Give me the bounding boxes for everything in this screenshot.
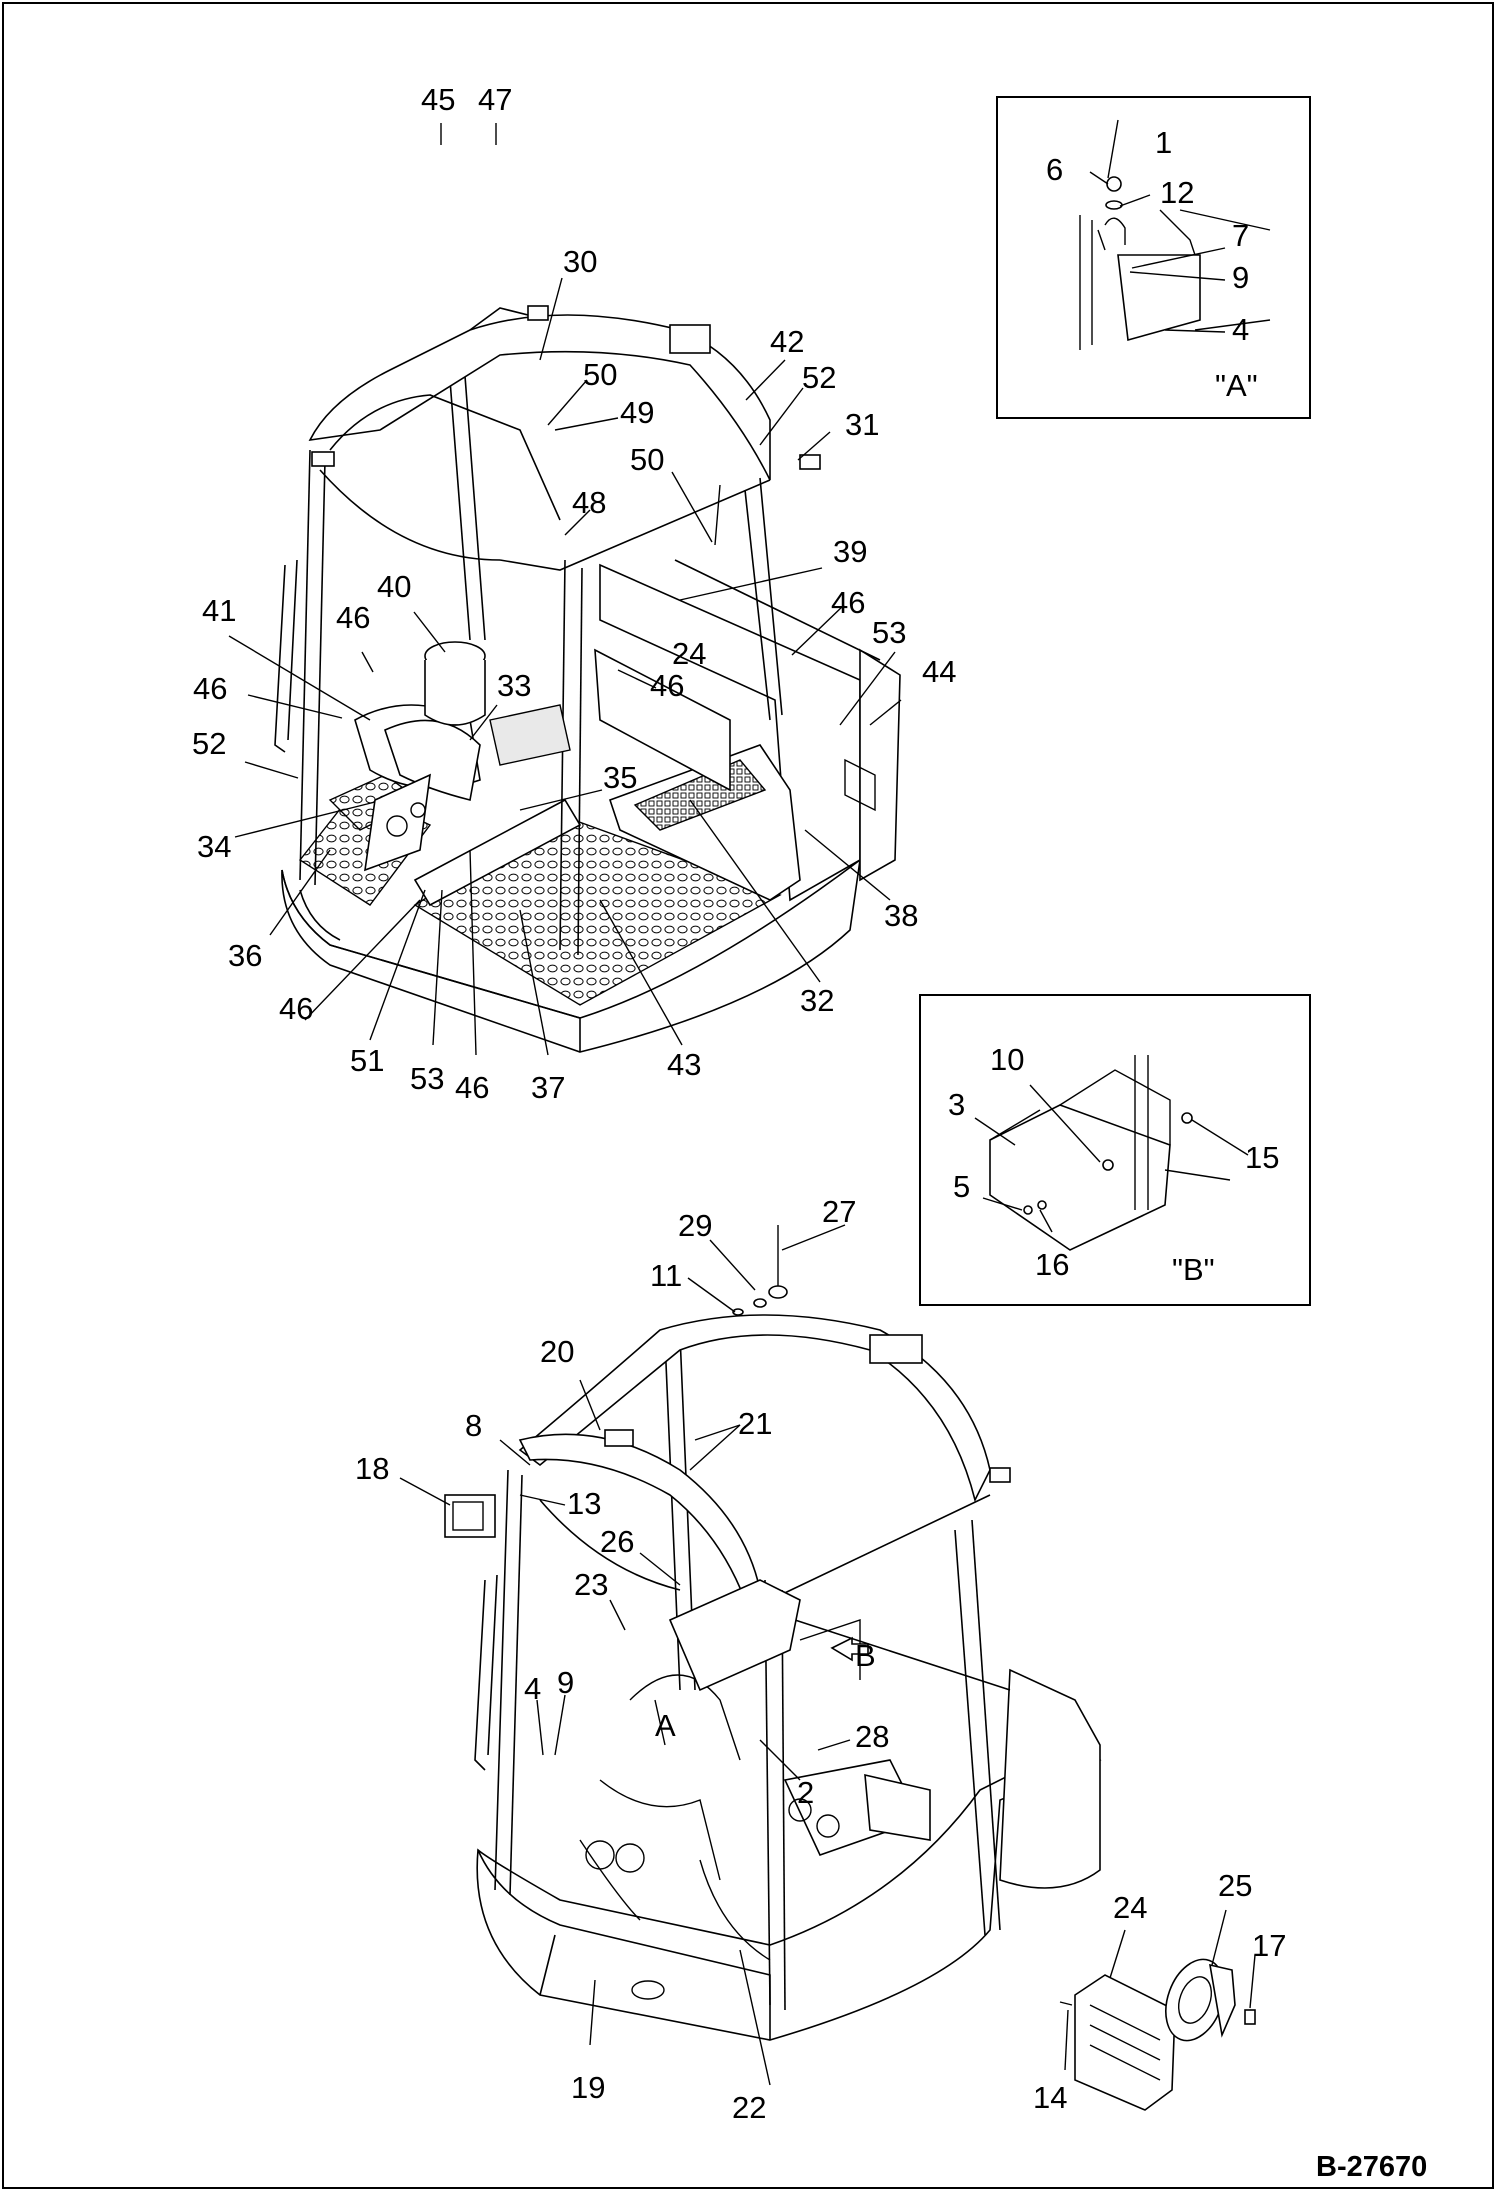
callout: 22 — [732, 2090, 766, 2125]
speaker-assembly — [1059, 1958, 1256, 2111]
callout: 46 — [650, 668, 684, 703]
callout: 45 — [421, 82, 455, 117]
callout: 47 — [478, 82, 512, 117]
callout: 5 — [953, 1169, 970, 1204]
callout: 46 — [193, 671, 227, 706]
detail-b-caption: "B" — [1172, 1252, 1215, 1287]
callout: 24 — [672, 636, 706, 671]
callout: A — [655, 1708, 676, 1743]
callout: 44 — [922, 654, 956, 689]
callout: 46 — [455, 1070, 489, 1105]
callout: 46 — [336, 600, 370, 635]
callout: 1 — [1155, 125, 1172, 160]
detail-a-box — [996, 96, 1311, 419]
callout: 48 — [572, 485, 606, 520]
callout: 26 — [600, 1524, 634, 1559]
callout: 13 — [567, 1486, 601, 1521]
callout: 27 — [822, 1194, 856, 1229]
callout: 15 — [1245, 1140, 1279, 1175]
callout: 32 — [800, 983, 834, 1018]
callout: 8 — [465, 1408, 482, 1443]
callout: 37 — [531, 1070, 565, 1105]
lower-callouts: 29 27 11 20 21 8 18 13 26 23 B 4 9 A 28 … — [355, 1194, 1286, 2125]
callout: 6 — [1046, 152, 1063, 187]
detail-b-box — [919, 994, 1311, 1306]
callout: 11 — [650, 1258, 682, 1293]
callout: 49 — [620, 395, 654, 430]
callout: 53 — [872, 615, 906, 650]
callout: 17 — [1252, 1928, 1286, 1963]
callout: 33 — [497, 668, 531, 703]
callout: 35 — [603, 760, 637, 795]
callout: 24 — [1113, 1890, 1147, 1925]
callout: 29 — [678, 1208, 712, 1243]
callout: 12 — [1160, 175, 1194, 210]
document-id: B-27670 — [1316, 2151, 1427, 2183]
callout: 3 — [948, 1087, 965, 1122]
callout: 36 — [228, 938, 262, 973]
callout: 53 — [410, 1061, 444, 1096]
callout: 28 — [855, 1719, 889, 1754]
upper-leader-lines — [228, 123, 902, 1056]
callout: 52 — [192, 726, 226, 761]
detail-a-caption: "A" — [1215, 368, 1258, 403]
callout: 38 — [884, 898, 918, 933]
callout: 43 — [667, 1047, 701, 1082]
callout: 19 — [571, 2070, 605, 2105]
callout: 31 — [845, 407, 879, 442]
lower-leader-lines — [399, 1224, 1256, 2086]
callout: 4 — [1232, 312, 1249, 347]
callout: 51 — [350, 1043, 384, 1078]
callout: 52 — [802, 360, 836, 395]
callout: 39 — [833, 534, 867, 569]
callout: 9 — [1232, 260, 1249, 295]
callout: 46 — [831, 585, 865, 620]
callout: 40 — [377, 569, 411, 604]
lower-cab-assembly — [444, 1225, 1102, 2041]
callout: 42 — [770, 324, 804, 359]
detail-a-callouts: 1 6 12 7 9 4 "A" — [1046, 125, 1258, 403]
callout: 18 — [355, 1451, 389, 1486]
callout: 34 — [197, 829, 231, 864]
callout: 7 — [1232, 218, 1249, 253]
callout: 46 — [279, 991, 313, 1026]
callout: 41 — [202, 593, 236, 628]
callout: 2 — [797, 1775, 814, 1810]
callout: 21 — [738, 1406, 772, 1441]
callout: 9 — [557, 1665, 574, 1700]
callout: 50 — [630, 442, 664, 477]
callout: 30 — [563, 244, 597, 279]
callout: 14 — [1033, 2080, 1067, 2115]
callout: 50 — [583, 357, 617, 392]
upper-callouts: 45 47 30 42 50 52 49 31 50 48 39 41 40 4… — [192, 82, 956, 1105]
callout: 4 — [524, 1671, 541, 1706]
callout: 20 — [540, 1334, 574, 1369]
callout: 16 — [1035, 1247, 1069, 1282]
upper-cab-assembly — [274, 305, 901, 1053]
detail-b-callouts: 10 3 15 5 16 "B" — [948, 1042, 1279, 1287]
callout: 25 — [1218, 1868, 1252, 1903]
callout: B — [855, 1638, 876, 1673]
callout: 10 — [990, 1042, 1024, 1077]
callout: 23 — [574, 1567, 608, 1602]
